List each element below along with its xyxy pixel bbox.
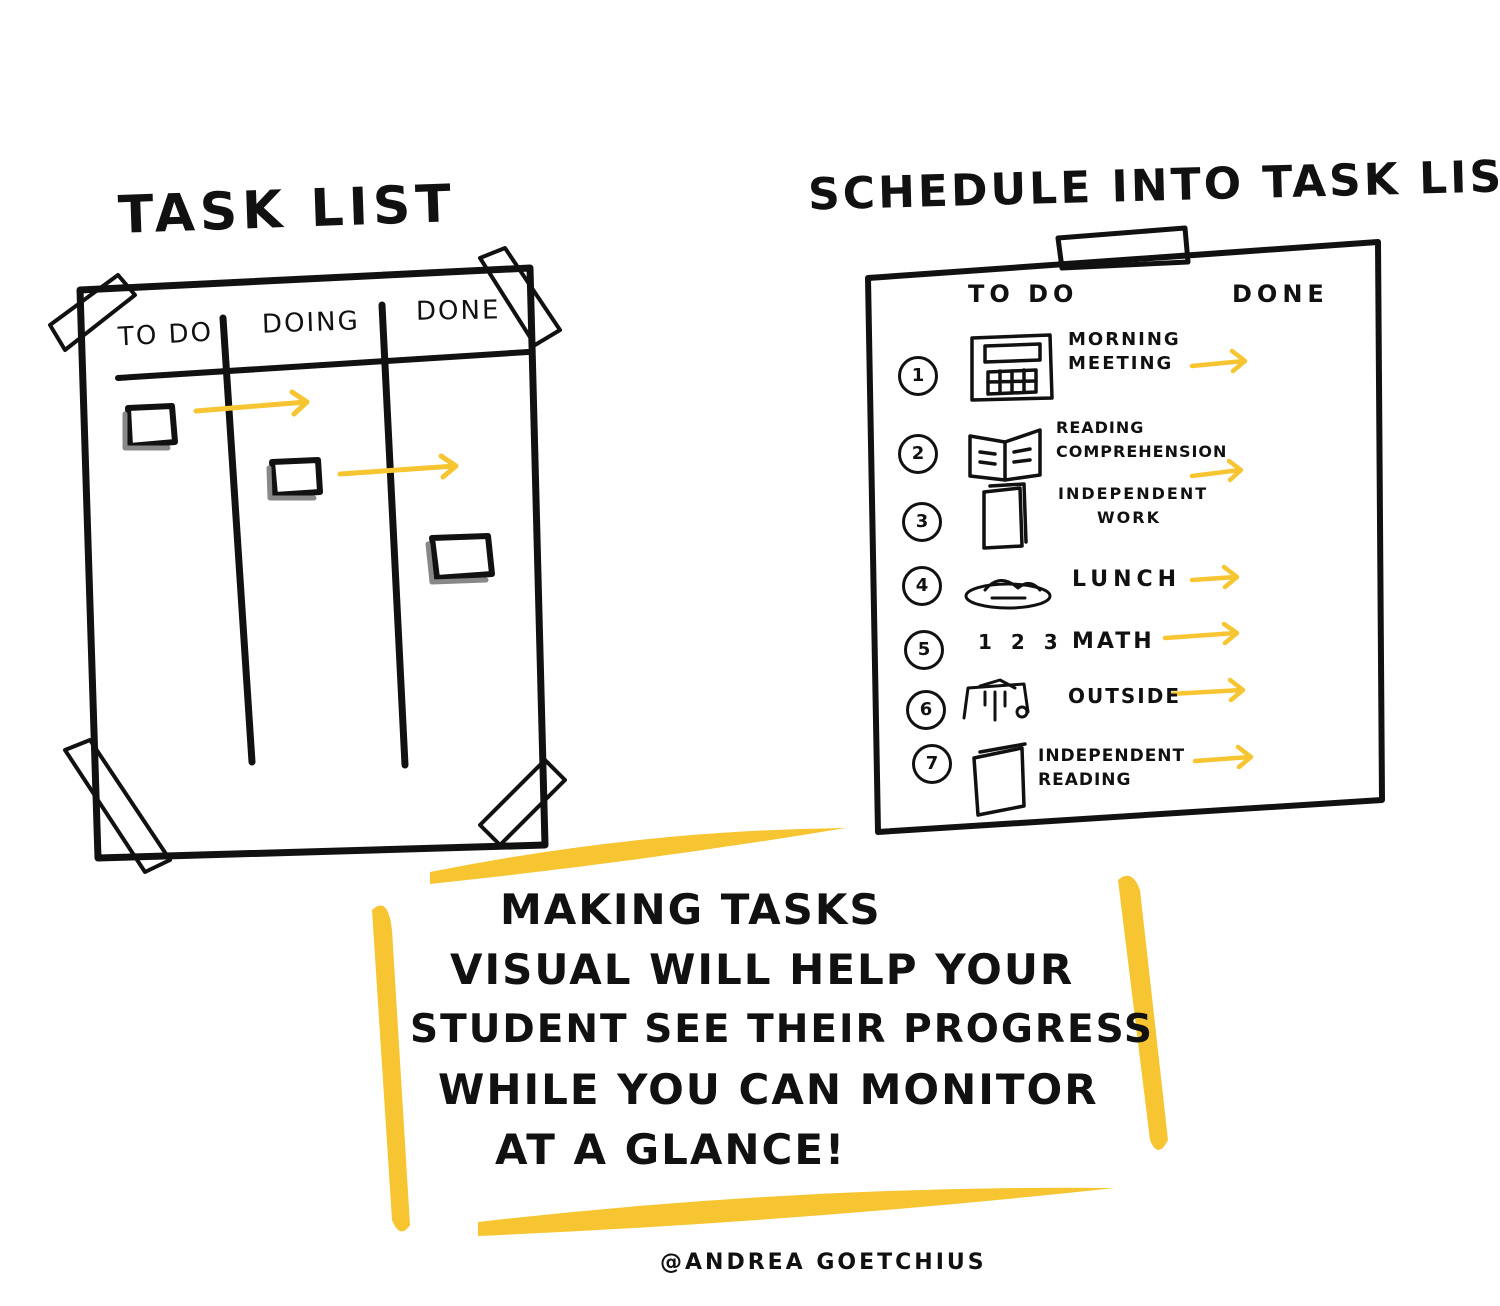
message-line: STUDENT SEE THEIR PROGRESS <box>410 1007 1155 1052</box>
step-number-5: 5 <box>904 630 944 670</box>
message-text: MAKING TASKS VISUAL WILL HELP YOUR STUDE… <box>410 880 1155 1180</box>
column-header-todo: TO DO <box>117 317 214 353</box>
step-number-1: 1 <box>898 356 938 396</box>
open-book-icon <box>968 428 1042 482</box>
calendar-icon <box>970 333 1054 402</box>
task-label-independent-work: INDEPENDENT WORK <box>1058 484 1209 527</box>
task-label-morning-meeting: MORNING MEETING <box>1068 329 1181 374</box>
task-list-title: TASK LIST <box>117 174 457 246</box>
task-label-reading-comprehension: READING COMPREHENSION <box>1056 418 1228 461</box>
board-column-divider-2 <box>378 301 409 769</box>
notebook-icon <box>982 482 1028 550</box>
author-credit: @ANDREA GOETCHIUS <box>660 1250 987 1275</box>
closed-book-icon <box>972 742 1027 817</box>
message-line: AT A GLANCE! <box>495 1125 847 1174</box>
board-column-divider-1 <box>219 314 256 766</box>
arrow-right-icon <box>193 389 459 480</box>
task-label-lunch: LUNCH <box>1072 567 1182 592</box>
step-number-6: 6 <box>906 690 946 730</box>
highlight-frame <box>372 828 1168 1236</box>
schedule-board-outline <box>865 239 1385 835</box>
playground-icon <box>962 678 1030 722</box>
message-line: WHILE YOU CAN MONITOR <box>438 1065 1099 1114</box>
step-number-4: 4 <box>902 566 942 606</box>
task-label-outside: OUTSIDE <box>1068 684 1181 708</box>
step-number-7: 7 <box>912 744 952 784</box>
column-header-doing: DOING <box>261 306 361 340</box>
task-board-outline <box>76 264 549 862</box>
arrow-right-icon <box>1162 348 1254 770</box>
board-header-line <box>115 349 531 381</box>
lunch-plate-icon <box>964 579 1052 610</box>
task-label-independent-reading: INDEPENDENT READING <box>1038 746 1186 790</box>
column-header-done: DONE <box>415 295 501 327</box>
task-label-math: MATH <box>1072 629 1155 654</box>
schedule-header-done: DONE <box>1232 280 1329 308</box>
schedule-header-todo: TO DO <box>968 280 1079 308</box>
step-number-2: 2 <box>898 434 938 474</box>
tape-icon <box>48 246 567 874</box>
sticky-note-icon <box>122 403 495 585</box>
message-line: VISUAL WILL HELP YOUR <box>450 945 1075 994</box>
clip-icon <box>1055 225 1191 271</box>
message-line: MAKING TASKS <box>500 885 882 934</box>
step-number-3: 3 <box>902 502 942 542</box>
numbers-icon: 1 2 3 <box>978 630 1064 654</box>
